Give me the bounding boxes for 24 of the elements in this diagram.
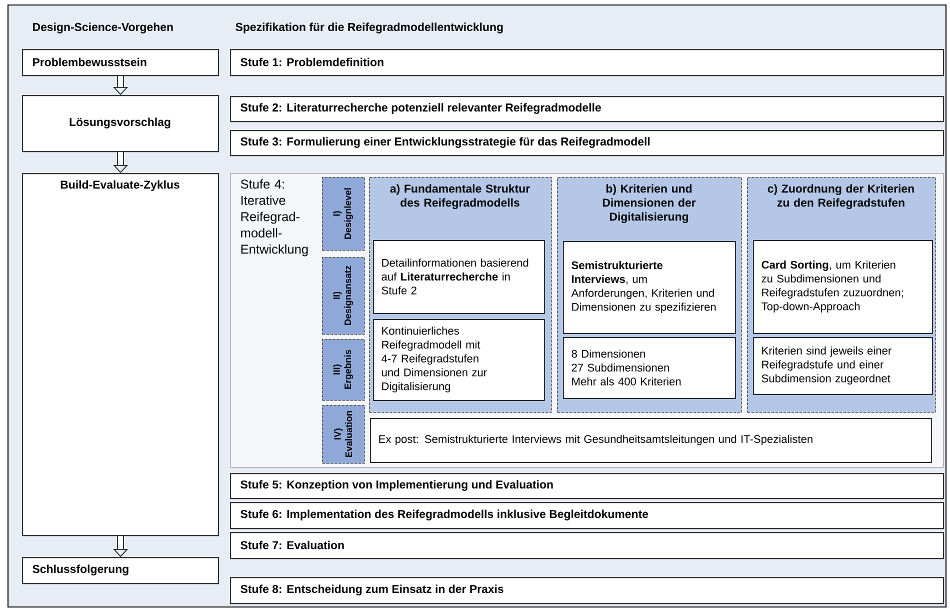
level-tab: I) Designlevel [322, 177, 365, 251]
stage-box: Problembewusstsein [22, 49, 220, 76]
text-box: Kontinuierliches Reifegradmodell mit 4-7 Reifegradstufen und Dimensionen zur Digitalisierung [373, 319, 545, 401]
step-box: Stufe 5: Konzeption von Implementierung und Evaluation [230, 473, 944, 500]
text-box: Card Sorting, um Kriterien zu Subdimensionen und Reifegradstufen zuzuordnen; Top-down-Approach [753, 240, 933, 334]
level-tab: II) Designansatz [322, 257, 365, 335]
step-box: Stufe 3: Formulierung einer Entwicklungsstrategie für das Reifegradmodell [230, 130, 944, 156]
text-box: Ex post: Semistrukturierte Interviews mit Gesundheitsamtsleitungen und IT-Spezialisten [370, 418, 932, 463]
column-header: Design-Science-Vorgehen [33, 22, 173, 34]
text-box: Semistrukturierte Interviews, um Anforderungen, Kriterien und Dimensionen zu spezifizieren [563, 241, 736, 334]
step-box: Stufe 8: Entscheidung zum Einsatz in der Praxis [230, 577, 944, 604]
stage-box: Lösungsvorschlag [22, 95, 220, 152]
stage-box: Build-Evaluate-Zyklus [22, 173, 220, 536]
step-box: Stufe 1: Problemdefinition [230, 49, 944, 76]
step-box: Stufe 2: Literaturrecherche potenziell relevanter Reifegradmodelle [230, 96, 944, 122]
text-box: 8 Dimensionen 27 Subdimensionen Mehr als 400 Kriterien [563, 337, 736, 399]
text-box: Kriterien sind jeweils einer Reifegradstufe und einer Subdimension zugeordnet [753, 337, 933, 395]
level-tab: IV) Evaluation [322, 405, 365, 464]
level-tab: III) Ergebnis [322, 339, 365, 401]
stage-box: Schlussfolgerung [22, 557, 220, 584]
text-box: Detailinformationen basierend auf Literaturrecherche in Stufe 2 [373, 240, 545, 314]
step-box: Stufe 7: Evaluation [230, 532, 944, 560]
step-box: Stufe 6: Implementation des Reifegradmodells inklusive Begleitdokumente [230, 502, 944, 530]
column-header: Spezifikation für die Reifegradmodellentwicklung [236, 22, 503, 34]
